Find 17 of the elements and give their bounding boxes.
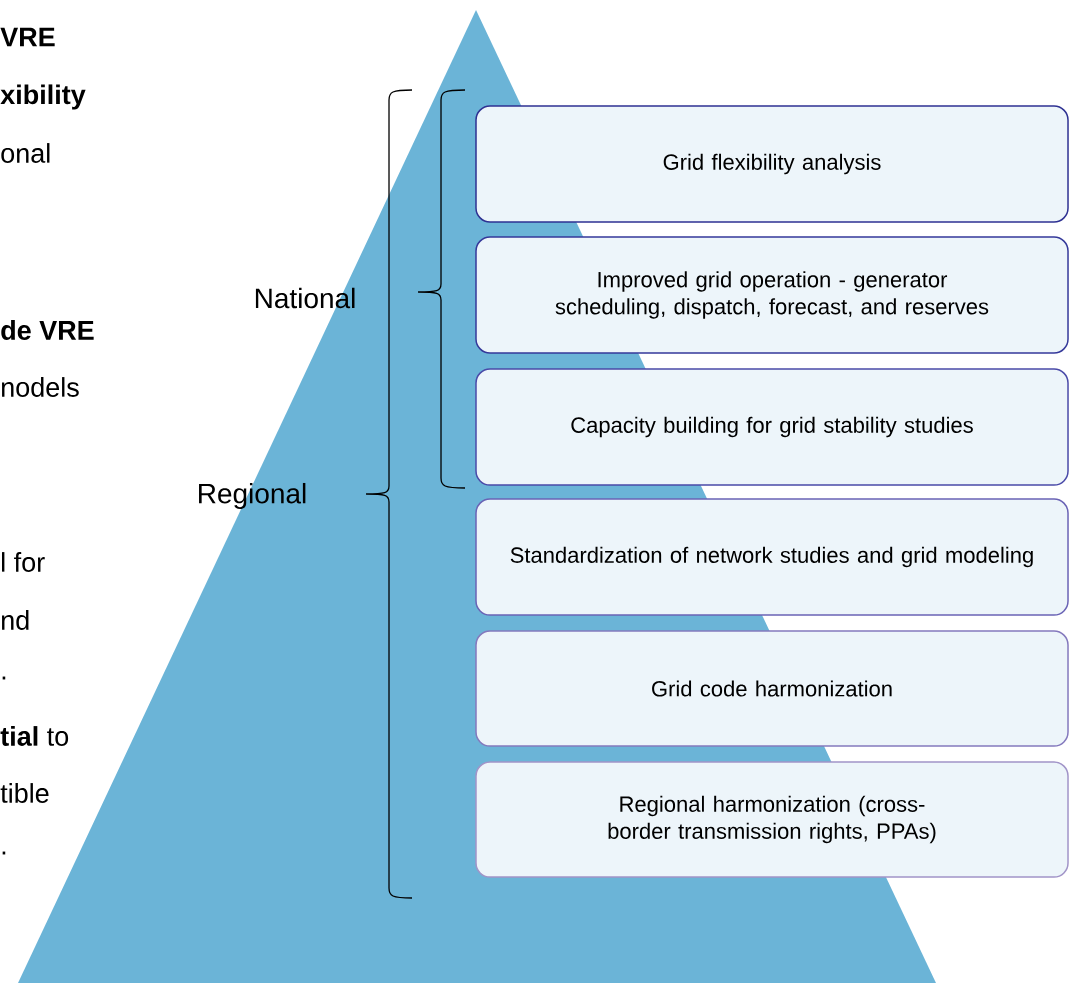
side-text: xibility — [0, 84, 86, 110]
rounded-box: Grid code harmonization — [475, 630, 1069, 747]
side-text: de VRE — [1, 320, 94, 340]
side-text: nodels — [2, 377, 79, 397]
side-text: onal — [1, 143, 50, 163]
rounded-box: Capacity building for grid stability studies — [475, 368, 1069, 486]
side-text: . — [2, 676, 6, 680]
side-text: . — [2, 851, 6, 855]
rounded-box: Grid flexibility analysis — [475, 105, 1069, 223]
side-text: tial to — [0, 726, 69, 746]
side-text: VRE — [0, 27, 55, 47]
rounded-box: Improved grid operation - generator scheduling, dispatch, forecast, and reserves — [475, 236, 1069, 354]
rounded-box: Standardization of network studies and grid modeling — [475, 498, 1069, 616]
side-text: nd — [2, 610, 29, 630]
side-text: tible — [0, 783, 49, 803]
rounded-box: Regional harmonization (cross-border transmission rights, PPAs) — [475, 761, 1069, 878]
side-text: l for — [2, 552, 45, 572]
